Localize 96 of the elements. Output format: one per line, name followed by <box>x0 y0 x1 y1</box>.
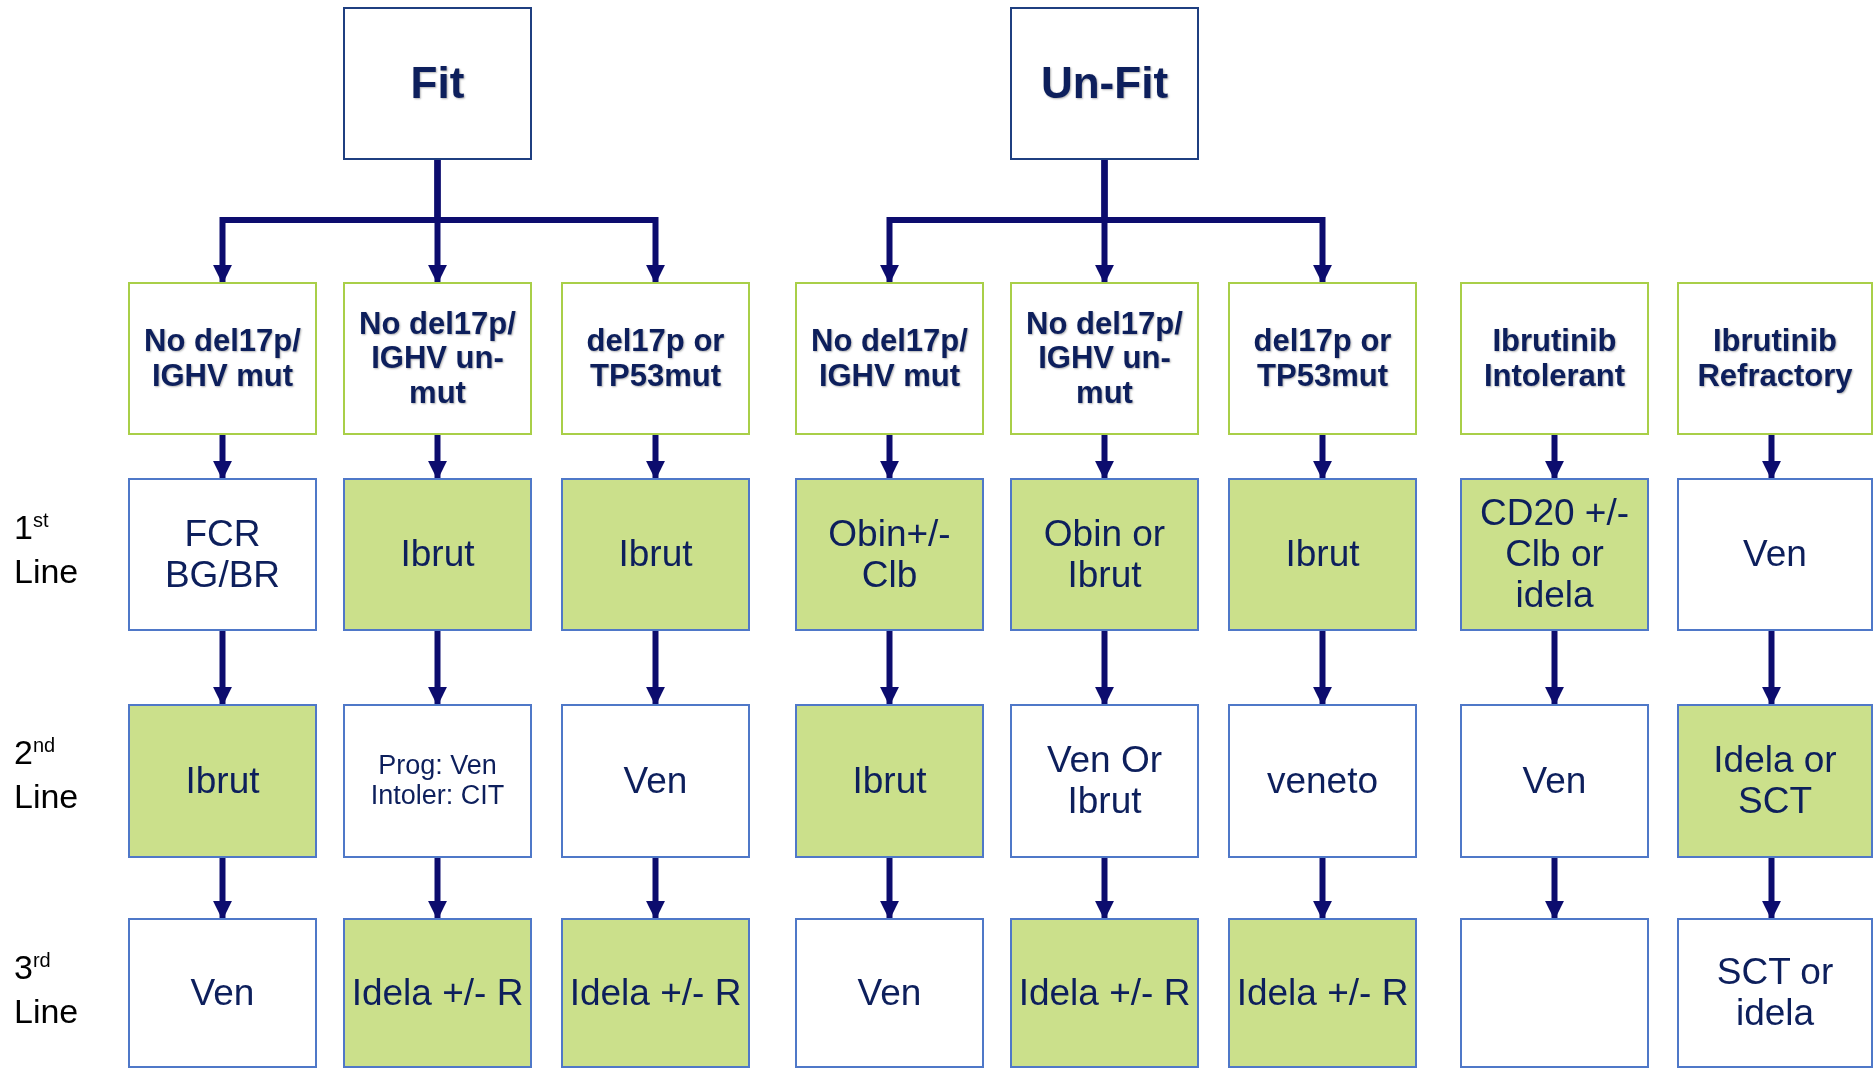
treatment-box <box>128 478 317 631</box>
arrow <box>1094 858 1115 920</box>
empty-box <box>1460 918 1649 1068</box>
category-box <box>1460 282 1649 435</box>
treatment-box <box>343 704 532 858</box>
arrow <box>427 631 448 706</box>
box-label: FCR BG/BR <box>163 513 282 596</box>
category-box <box>795 282 984 435</box>
box-label: Ibrut <box>852 760 927 802</box>
arrow <box>1761 858 1782 920</box>
arrow <box>1094 435 1115 480</box>
box-label: del17p or TP53mut <box>1252 324 1393 393</box>
arrow <box>1544 435 1565 480</box>
treatment-box <box>1460 478 1649 631</box>
arrow <box>645 631 666 706</box>
treatment-box <box>1677 478 1873 631</box>
arrow <box>212 435 233 480</box>
arrow <box>1761 435 1782 480</box>
treatment-box <box>1677 704 1873 858</box>
box-label: Idela +/- R <box>351 972 524 1014</box>
box-label: Ven <box>190 972 255 1014</box>
box-label: Ven <box>623 760 688 802</box>
group-box <box>343 7 532 160</box>
box-label: Ibrut <box>1285 534 1360 575</box>
box-label: Ibrut <box>185 760 260 802</box>
row-label: 1$^{st}$ Line <box>14 507 80 593</box>
category-box <box>128 282 317 435</box>
treatment-box <box>1228 478 1417 631</box>
treatment-box <box>795 478 984 631</box>
treatment-box <box>128 704 317 858</box>
box-label: Ven <box>1522 760 1587 802</box>
box-label: Ibrutinib Intolerant <box>1482 324 1627 393</box>
treatment-box <box>343 478 532 631</box>
arrow <box>427 858 448 920</box>
box-label: No del17p/ IGHV mut <box>810 324 969 393</box>
arrow <box>1544 858 1565 920</box>
box-label: Ibrut <box>400 534 475 575</box>
box-label: Obin+/- Clb <box>827 513 952 596</box>
box-label: Ibrutinib Refractory <box>1696 324 1854 393</box>
category-box <box>1677 282 1873 435</box>
treatment-box <box>795 918 984 1068</box>
arrow <box>212 631 233 706</box>
treatment-box <box>1228 918 1417 1068</box>
arrow <box>1094 631 1115 706</box>
box-label: veneto <box>1266 760 1379 802</box>
box-label: Obin or Ibrut <box>1042 513 1167 596</box>
box-label: Ven <box>857 972 922 1014</box>
category-box <box>1010 282 1199 435</box>
arrow <box>1312 435 1333 480</box>
treatment-box <box>561 918 750 1068</box>
arrow <box>879 631 900 706</box>
treatment-box <box>1010 918 1199 1068</box>
arrow <box>879 858 900 920</box>
box-label: Ven <box>1743 534 1807 575</box>
treatment-box <box>343 918 532 1068</box>
box-label: Idela +/- R <box>1236 972 1409 1014</box>
box-label: del17p or TP53mut <box>585 324 726 393</box>
category-box <box>1228 282 1417 435</box>
box-label: Prog: Ven Intoler: CIT <box>369 751 506 811</box>
box-label: Ibrut <box>618 534 693 575</box>
arrow <box>1312 631 1333 706</box>
arrow <box>212 858 233 920</box>
box-label: Idela or SCT <box>1712 740 1838 822</box>
box-label: SCT or idela <box>1715 952 1835 1034</box>
box-label: Ven Or Ibrut <box>1045 740 1164 822</box>
treatment-box <box>128 918 317 1068</box>
box-label: No del17p/ IGHV un-mut <box>358 307 517 410</box>
treatment-box <box>1677 918 1873 1068</box>
box-label: CD20 +/- Clb or idela <box>1478 493 1631 616</box>
box-label: No del17p/ IGHV mut <box>143 324 302 393</box>
treatment-box <box>561 704 750 858</box>
treatment-box <box>1460 704 1649 858</box>
arrow <box>427 435 448 480</box>
row-label: 3$^{rd}$ Line <box>14 947 80 1033</box>
category-box <box>561 282 750 435</box>
treatment-box <box>1010 478 1199 631</box>
box-label: Idela +/- R <box>1018 972 1191 1014</box>
arrow <box>645 435 666 480</box>
arrow <box>1544 631 1565 706</box>
arrow <box>1101 160 1333 284</box>
treatment-box <box>561 478 750 631</box>
arrow <box>879 435 900 480</box>
box-label: Idela +/- R <box>569 972 742 1014</box>
arrow <box>1312 858 1333 920</box>
box-label: No del17p/ IGHV un-mut <box>1025 307 1184 410</box>
group-box <box>1010 7 1199 160</box>
arrow <box>1761 631 1782 706</box>
arrow <box>434 160 666 284</box>
box-label: Un-Fit <box>1040 59 1169 108</box>
treatment-box <box>795 704 984 858</box>
treatment-box <box>1228 704 1417 858</box>
treatment-box <box>1010 704 1199 858</box>
category-box <box>343 282 532 435</box>
box-label: Fit <box>410 59 465 108</box>
arrow <box>645 858 666 920</box>
row-label: 2$^{nd}$ Line <box>14 732 80 818</box>
